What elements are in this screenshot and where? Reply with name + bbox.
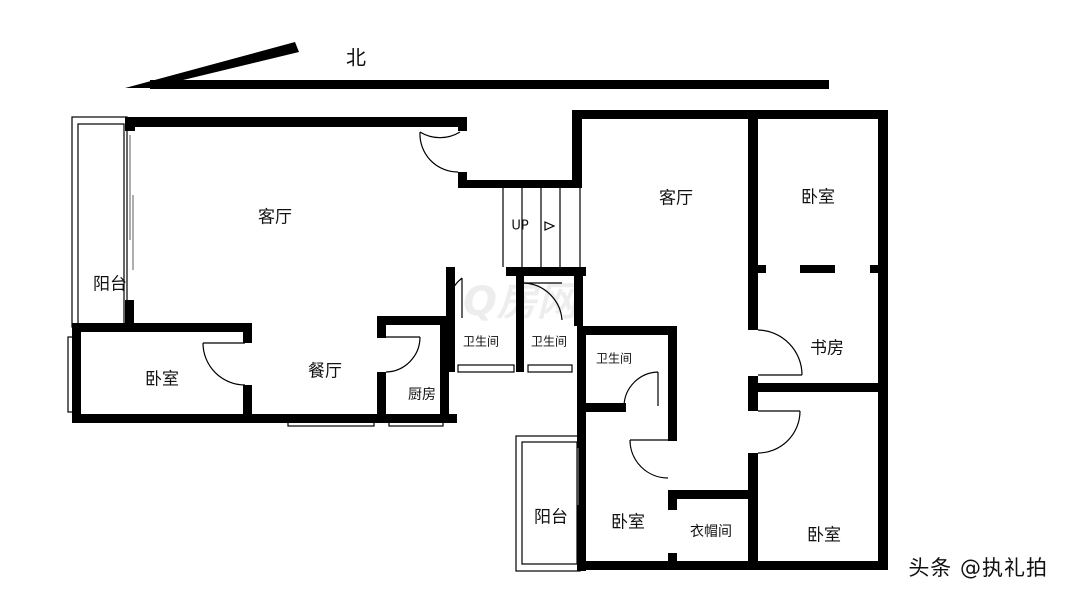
room-dining: 餐厅 bbox=[308, 361, 342, 382]
room-s-balcony: 阳台 bbox=[534, 507, 568, 528]
north-arrow-icon bbox=[125, 42, 829, 89]
compass-label: 北 bbox=[346, 45, 366, 70]
room-s-bedroom: 卧室 bbox=[611, 512, 645, 533]
room-bath-2: 卫生间 bbox=[530, 334, 568, 349]
room-closet: 衣帽间 bbox=[690, 524, 732, 540]
stair-up-label: UP bbox=[511, 218, 529, 234]
room-bath-1: 卫生间 bbox=[462, 334, 500, 349]
walls bbox=[72, 110, 888, 571]
room-right-living: 客厅 bbox=[659, 188, 693, 209]
room-study: 书房 bbox=[810, 338, 844, 359]
room-ne-bedroom: 卧室 bbox=[801, 187, 835, 208]
room-left-living: 客厅 bbox=[258, 207, 292, 228]
room-bath-3: 卫生间 bbox=[595, 351, 633, 366]
watermark: Q房网 bbox=[462, 279, 578, 325]
outlines bbox=[67, 116, 888, 572]
room-kitchen: 厨房 bbox=[408, 387, 436, 403]
room-left-balcony: 阳台 bbox=[93, 274, 127, 295]
room-left-bedroom: 卧室 bbox=[145, 369, 179, 390]
credit-text: 头条 @执礼拍 bbox=[908, 556, 1048, 580]
room-se-bedroom: 卧室 bbox=[807, 525, 841, 546]
